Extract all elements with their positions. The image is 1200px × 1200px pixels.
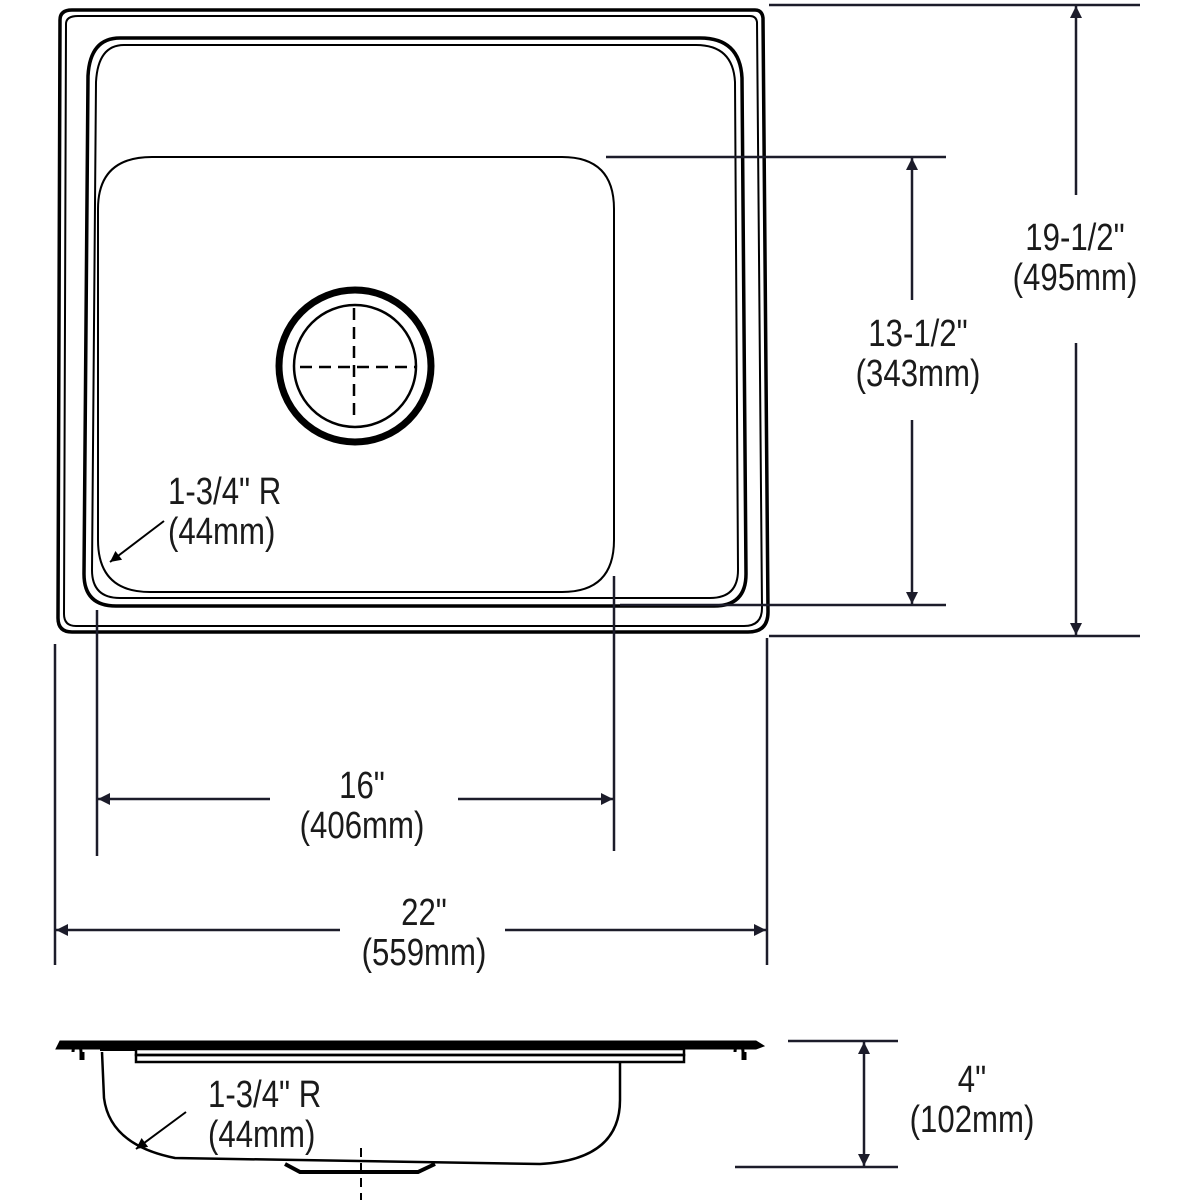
side-radius-leader <box>135 1111 187 1150</box>
overall-width-imperial: 22" <box>401 892 447 934</box>
bowl-width-metric: (406mm) <box>299 805 425 847</box>
overall-width-label: 22" (559mm) <box>342 893 506 973</box>
side-corner-radius-metric: (44mm) <box>208 1114 316 1156</box>
outer-rim <box>56 8 770 634</box>
side-bowl-profile <box>100 1051 622 1166</box>
top-corner-radius-label: 1-3/4" R (44mm) <box>168 472 332 552</box>
top-corner-radius-imperial: 1-3/4" R <box>168 471 282 513</box>
side-flange <box>55 1040 766 1050</box>
top-corner-radius-metric: (44mm) <box>168 511 276 553</box>
bowl-width-label: 16" (406mm) <box>280 766 444 846</box>
bowl-length-metric: (343mm) <box>855 353 981 395</box>
drain-icon <box>275 286 435 446</box>
overall-width-metric: (559mm) <box>361 932 487 974</box>
side-corner-radius-imperial: 1-3/4" R <box>208 1074 322 1116</box>
depth-label: 4" (102mm) <box>890 1060 1054 1140</box>
depth-metric: (102mm) <box>909 1099 1035 1141</box>
overall-length-imperial: 19-1/2" <box>1025 217 1125 259</box>
corner-radius-leader <box>109 520 165 563</box>
overall-length-metric: (495mm) <box>1012 257 1138 299</box>
top-view <box>56 8 770 634</box>
bowl-length-label: 13-1/2" (343mm) <box>828 314 1008 394</box>
bowl-outline <box>97 156 615 593</box>
side-corner-radius-label: 1-3/4" R (44mm) <box>208 1075 372 1155</box>
dimension-lines <box>53 3 1140 1169</box>
bowl-length-imperial: 13-1/2" <box>868 313 968 355</box>
bowl-width-imperial: 16" <box>339 765 385 807</box>
overall-length-label: 19-1/2" (495mm) <box>985 218 1165 298</box>
side-view <box>55 1040 766 1200</box>
depth-imperial: 4" <box>957 1059 987 1101</box>
